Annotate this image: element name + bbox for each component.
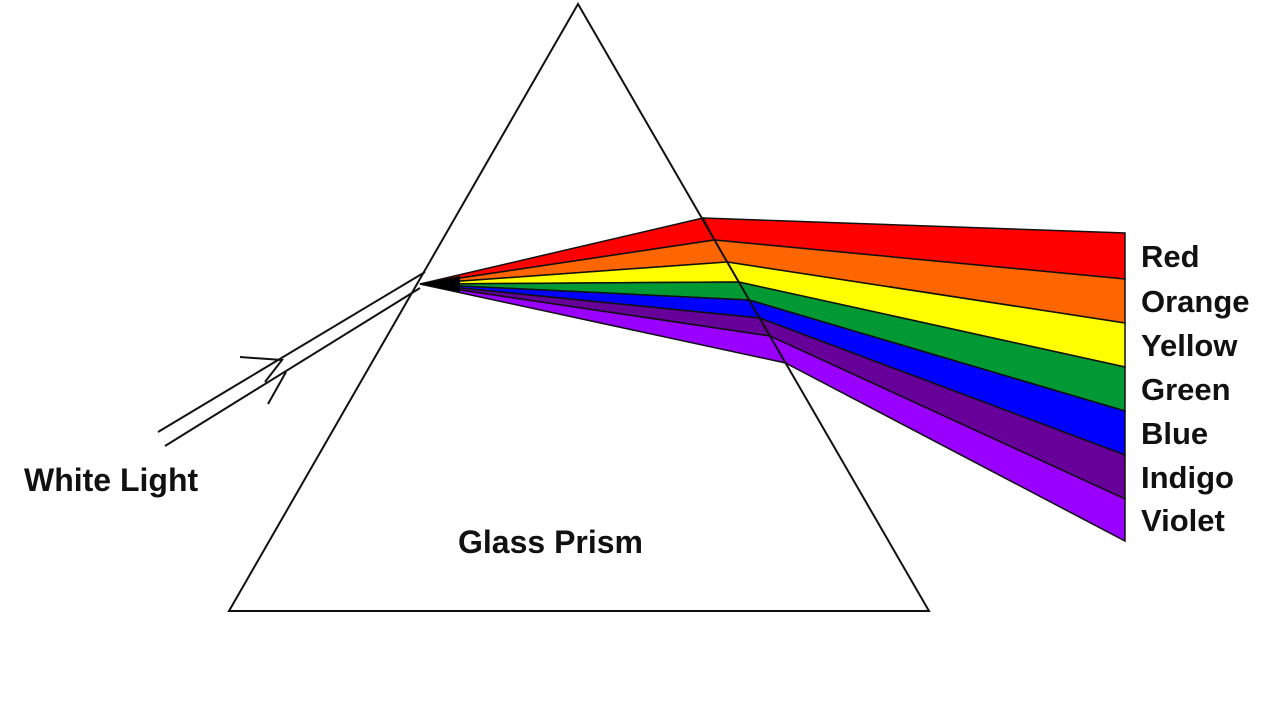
label-indigo: Indigo xyxy=(1141,460,1234,495)
focal-point xyxy=(420,276,460,292)
white-light-ray-upper xyxy=(157,271,426,433)
white-light-beam xyxy=(157,271,426,447)
label-orange: Orange xyxy=(1141,284,1250,319)
label-red: Red xyxy=(1141,239,1200,274)
glass-prism-triangle xyxy=(227,1,931,612)
white-light-label: White Light xyxy=(24,462,199,498)
label-green: Green xyxy=(1141,372,1231,407)
outgoing-spectrum xyxy=(701,217,1126,543)
label-yellow: Yellow xyxy=(1141,328,1238,363)
label-violet: Violet xyxy=(1141,503,1225,538)
label-blue: Blue xyxy=(1141,416,1208,451)
prism-label: Glass Prism xyxy=(458,524,643,560)
arrowhead-upper-icon xyxy=(239,356,284,383)
white-light-ray-lower xyxy=(164,287,421,447)
arrowhead-lower-mark-icon xyxy=(267,371,287,405)
